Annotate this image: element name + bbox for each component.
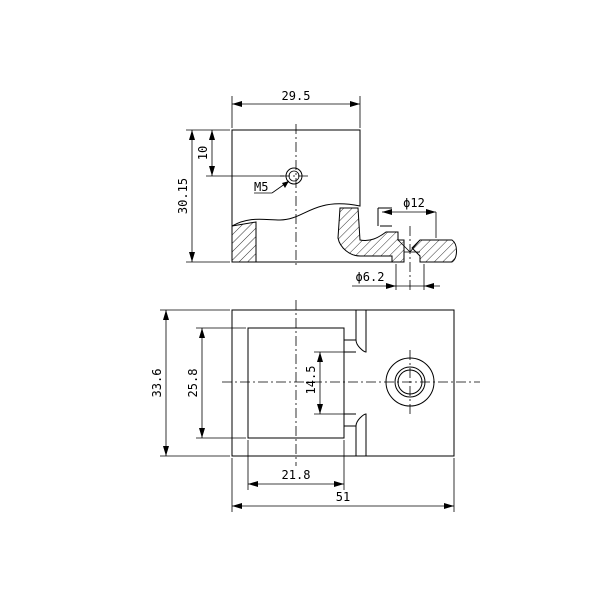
right-section-hatch	[337, 207, 405, 263]
top-view: M5 29.5 30.15 10 ϕ12 ϕ6.2	[176, 89, 457, 292]
dim-29-5-arrow-right	[350, 101, 360, 107]
top-view-outline	[231, 129, 361, 227]
counterbore-chamfer-right	[409, 239, 421, 253]
plan-outline	[231, 309, 455, 457]
dim-51-arrow-left	[232, 503, 242, 509]
flange-right-hatch	[411, 239, 457, 263]
dim-phi6-2-arrow-left	[386, 283, 396, 289]
plan-slot-top	[355, 310, 367, 353]
dim-30-15-arrow-bottom	[189, 252, 195, 262]
dim-33-6-text: 33.6	[150, 369, 164, 398]
dim-21-8-text: 21.8	[282, 468, 311, 482]
dim-51-text: 51	[336, 490, 350, 504]
dim-phi6-2-arrow-right	[424, 283, 434, 289]
dim-14-5-arrow-bottom	[317, 404, 323, 414]
plan-slot-bottom	[355, 413, 367, 456]
dim-29-5-text: 29.5	[282, 89, 311, 103]
dim-phi6-2-text: ϕ6.2	[356, 270, 385, 284]
dim-33-6-arrow-bottom	[163, 446, 169, 456]
dim-14-5-arrow-top	[317, 352, 323, 362]
dim-21-8-arrow-left	[248, 481, 258, 487]
dim-51-arrow-right	[444, 503, 454, 509]
dim-10-arrow-bottom	[209, 166, 215, 176]
counterbore-chamfer-left	[397, 239, 411, 253]
left-section-hatch	[231, 221, 257, 263]
dim-10-arrow-top	[209, 130, 215, 140]
dim-33-6-arrow-top	[163, 310, 169, 320]
bottom-view: 33.6 25.8 14.5 21.8 51	[150, 300, 480, 512]
dim-25-8-arrow-bottom	[199, 428, 205, 438]
dim-phi12-arrow-right	[426, 209, 436, 215]
m5-label: M5	[254, 180, 268, 194]
dim-25-8-arrow-top	[199, 328, 205, 338]
dim-25-8-text: 25.8	[186, 369, 200, 398]
dim-phi12-text: ϕ12	[403, 196, 425, 210]
dim-21-8-arrow-right	[334, 481, 344, 487]
dim-10-text: 10	[196, 146, 210, 160]
dim-phi12-arrow-left	[382, 209, 392, 215]
dim-30-15-text: 30.15	[176, 178, 190, 214]
dim-14-5-text: 14.5	[304, 366, 318, 395]
dim-29-5-arrow-left	[232, 101, 242, 107]
m5-leader-arrow	[282, 181, 289, 188]
dim-30-15-arrow-top	[189, 130, 195, 140]
